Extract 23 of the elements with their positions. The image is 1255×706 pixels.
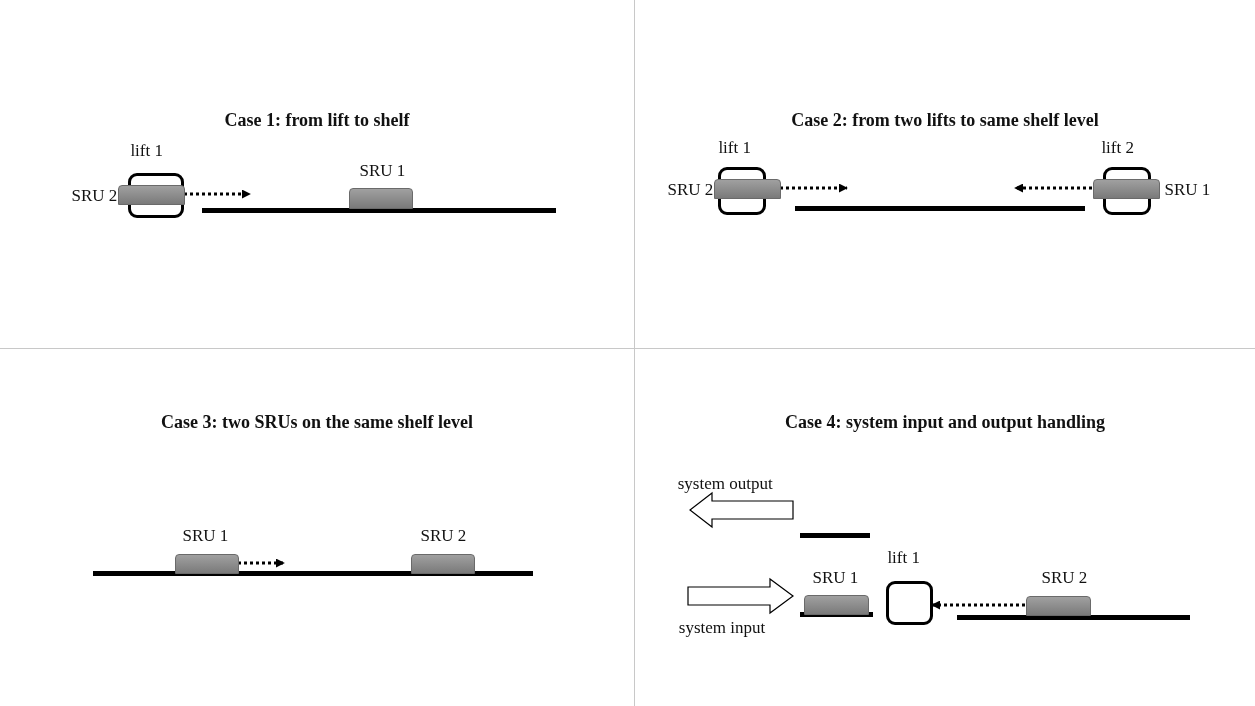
arrow xyxy=(931,600,1025,610)
lift-label: lift 1 xyxy=(718,138,751,158)
arrow xyxy=(1014,183,1092,193)
unit-label: SRU 1 xyxy=(812,568,859,588)
unit-label: SRU 2 xyxy=(420,526,467,546)
panel-title: Case 4: system input and output handling xyxy=(783,412,1107,433)
unit-label: SRU 1 xyxy=(1164,180,1211,200)
unit-label: SRU 1 xyxy=(182,526,229,546)
panel-title: Case 2: from two lifts to same shelf level xyxy=(790,110,1100,131)
unit-label: SRU 2 xyxy=(1041,568,1088,588)
flow-label: system input xyxy=(678,618,766,638)
arrow xyxy=(780,183,848,193)
arrow xyxy=(238,558,285,568)
lift-label: lift 1 xyxy=(130,141,163,161)
flow-label: system output xyxy=(677,474,773,494)
unit-label: SRU 1 xyxy=(359,161,406,181)
panel-title: Case 1: from lift to shelf xyxy=(223,110,411,131)
lift-label: lift 1 xyxy=(887,548,920,568)
unit-label: SRU 2 xyxy=(667,180,714,200)
unit-label: SRU 2 xyxy=(71,186,118,206)
lift-label: lift 2 xyxy=(1101,138,1134,158)
panel-title: Case 3: two SRUs on the same shelf level xyxy=(160,412,474,433)
arrow xyxy=(184,189,251,199)
